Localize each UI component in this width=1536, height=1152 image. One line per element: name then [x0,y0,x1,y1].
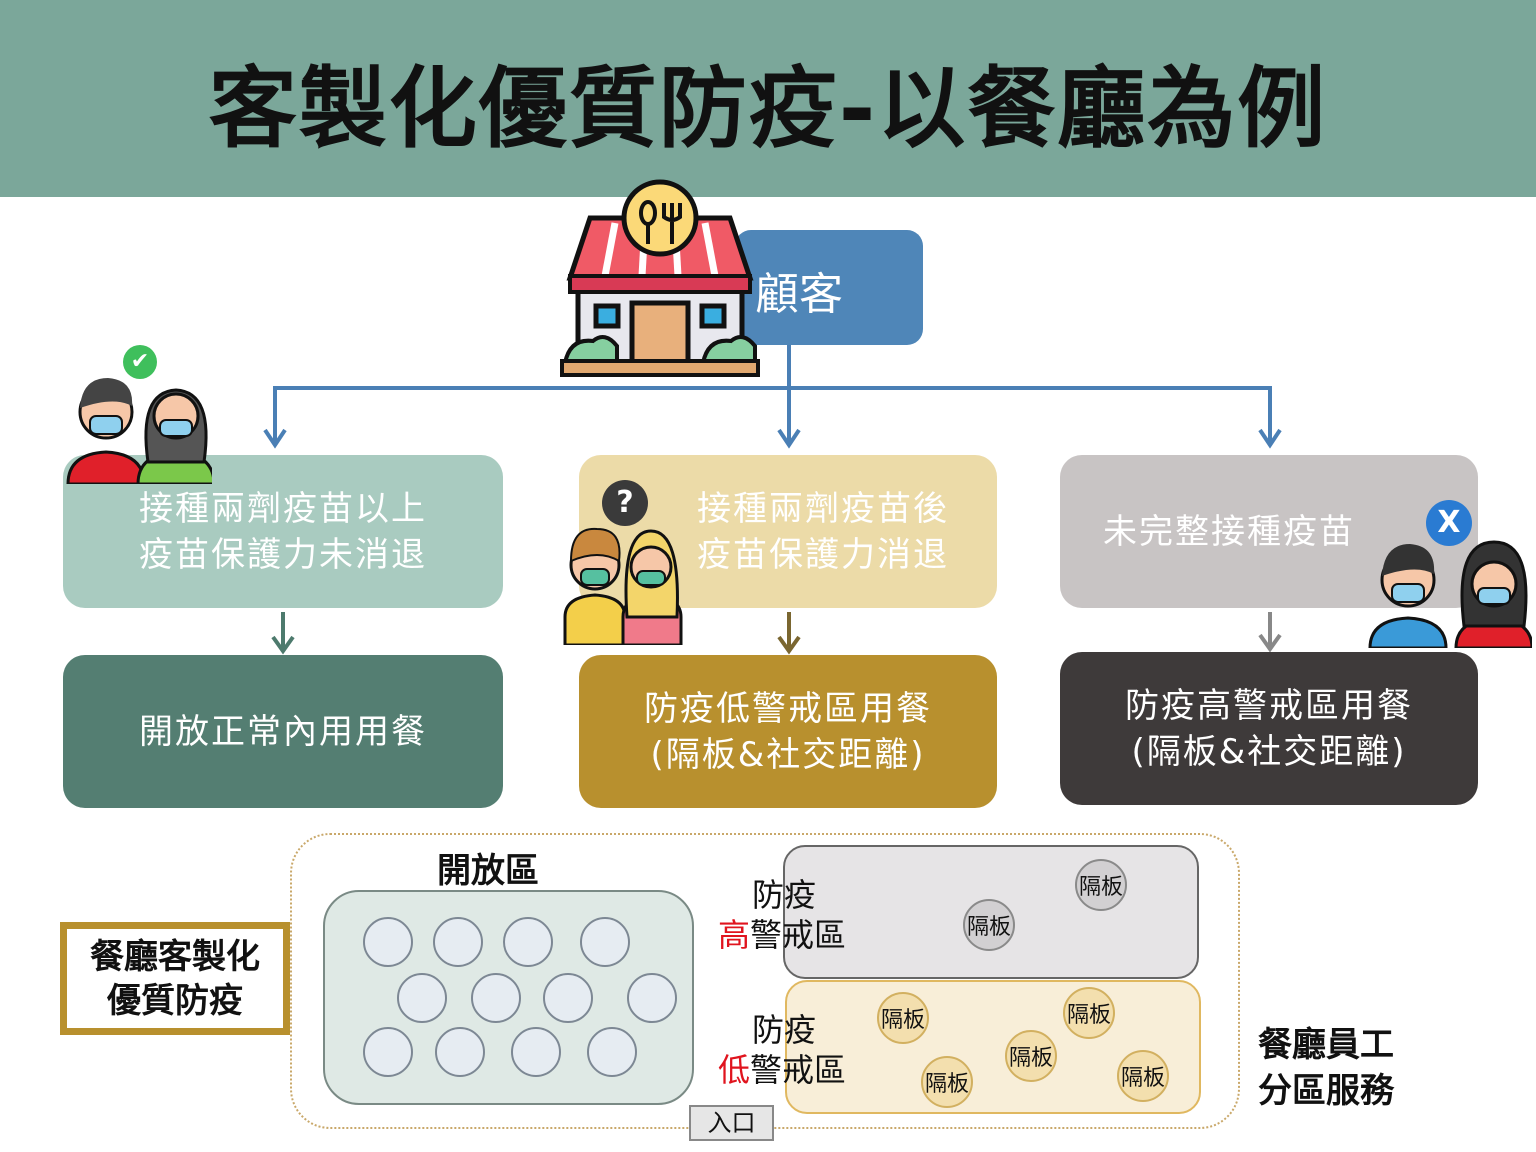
partition: 隔板 [1005,1030,1057,1082]
category-line: 疫苗保護力未消退 [139,534,427,575]
x-badge-icon: X [1426,500,1472,546]
page-title: 客製化優質防疫-以餐廳為例 [208,57,1328,160]
high-alert-zone: 隔板 隔板 [783,845,1199,979]
result-normal-dining: 開放正常內用用餐 [63,655,503,808]
label-line: 優質防疫 [107,981,243,1021]
result-line: 防疫高警戒區用餐 [1125,685,1413,726]
result-low-alert-dining: 防疫低警戒區用餐 (隔板&社交距離) [579,655,997,808]
category-line: 接種兩劑疫苗後 [697,488,949,529]
result-high-alert-dining: 防疫高警戒區用餐 (隔板&社交距離) [1060,652,1478,805]
partition: 隔板 [921,1056,973,1108]
low-alert-zone: 隔板 隔板 隔板 隔板 隔板 [785,980,1201,1114]
check-badge-icon: ✔ [123,345,157,379]
label-line: 餐廳客製化 [90,937,260,977]
zone-label-line: 防疫 [752,876,817,914]
result-line: (隔板&社交距離) [650,734,926,775]
open-zone [323,890,694,1105]
seat-icon [471,973,521,1023]
partition: 隔板 [1117,1050,1169,1102]
seat-icon [503,917,553,967]
partition: 隔板 [1075,859,1127,911]
seat-icon [627,973,677,1023]
category-line: 疫苗保護力消退 [697,534,949,575]
open-zone-label: 開放區 [437,851,539,891]
masked-people-icon [563,527,683,645]
result-line: 防疫低警戒區用餐 [644,688,932,729]
low-alert-zone-label: 防疫 低警戒區 [718,1010,846,1090]
masked-people-icon [1368,540,1532,648]
label-line: 餐廳員工 [1258,1025,1394,1065]
zone-label-suffix: 警戒區 [750,916,847,954]
partition: 隔板 [877,992,929,1044]
seat-icon [397,973,447,1023]
category-line: 未完整接種疫苗 [1103,511,1355,552]
zone-level: 低 [718,1051,751,1089]
seat-icon [363,1027,413,1077]
result-line: (隔板&社交距離) [1131,731,1407,772]
entrance: 入口 [689,1105,774,1141]
seat-icon [511,1027,561,1077]
zone-label-line: 防疫 [752,1011,817,1049]
masked-people-icon [66,378,212,484]
seat-icon [543,973,593,1023]
zone-level: 高 [718,916,751,954]
customer-box: 顧客 [735,230,923,345]
seat-icon [587,1027,637,1077]
label-line: 分區服務 [1258,1071,1394,1111]
result-line: 開放正常內用用餐 [139,711,427,752]
question-badge-icon: ? [602,480,648,526]
custom-prevention-label: 餐廳客製化 優質防疫 [60,922,290,1035]
high-alert-zone-label: 防疫 高警戒區 [718,875,846,955]
partition: 隔板 [963,899,1015,951]
staff-zone-service-label: 餐廳員工 分區服務 [1258,1022,1394,1114]
category-line: 接種兩劑疫苗以上 [139,488,427,529]
restaurant-icon [560,179,760,377]
partition: 隔板 [1063,987,1115,1039]
seat-icon [363,917,413,967]
seat-icon [433,917,483,967]
seat-icon [435,1027,485,1077]
zone-label-suffix: 警戒區 [750,1051,847,1089]
title-banner [0,0,1536,197]
seat-icon [580,917,630,967]
